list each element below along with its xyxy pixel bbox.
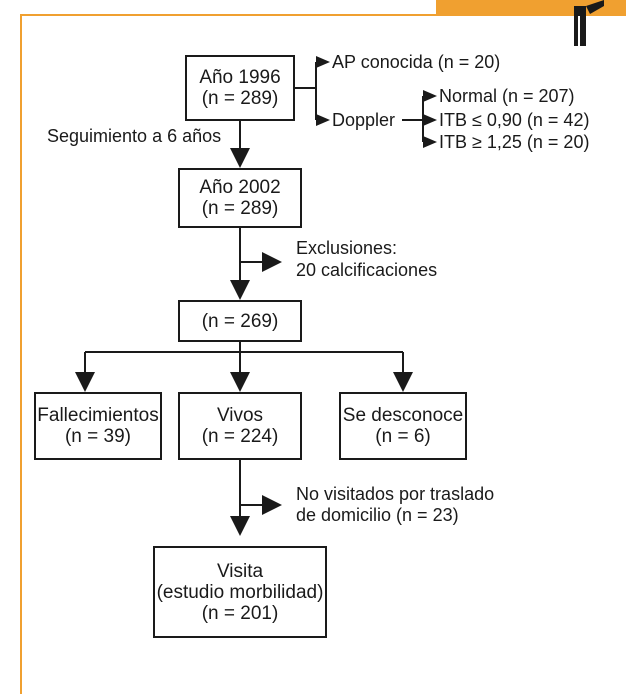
- label-doppler: Doppler: [332, 110, 396, 130]
- box-visit-count: (n = 201): [201, 602, 279, 624]
- box-unknown: Se desconoce (n = 6): [339, 392, 467, 460]
- box-visit-subtitle: (estudio morbilidad): [156, 581, 324, 603]
- box-year-2002: Año 2002 (n = 289): [178, 168, 302, 228]
- box-visit-title: Visita: [216, 560, 264, 582]
- label-exclusions-title: Exclusiones:: [296, 238, 398, 258]
- box-year-2002-title: Año 2002: [199, 177, 281, 198]
- figure-icon: [574, 0, 604, 46]
- label-not-visited-2: de domicilio (n = 23): [296, 505, 459, 525]
- box-year-1996: Año 1996 (n = 289): [185, 55, 295, 121]
- label-exclusions-detail: 20 calcificaciones: [296, 260, 438, 280]
- label-normal: Normal (n = 207): [439, 86, 575, 106]
- box-year-2002-count: (n = 289): [201, 198, 279, 219]
- label-followup: Seguimiento a 6 años: [47, 126, 222, 146]
- box-alive-title: Vivos: [216, 405, 264, 426]
- box-unknown-count: (n = 6): [375, 426, 431, 447]
- label-itb-high: ITB ≥ 1,25 (n = 20): [439, 132, 590, 152]
- box-deaths: Fallecimientos (n = 39): [34, 392, 162, 460]
- label-itb-low: ITB ≤ 0,90 (n = 42): [439, 110, 590, 130]
- box-n-269-count: (n = 269): [201, 310, 279, 332]
- box-deaths-title: Fallecimientos: [37, 405, 159, 426]
- box-year-1996-count: (n = 289): [201, 88, 279, 109]
- box-n-269: (n = 269): [178, 300, 302, 342]
- box-year-1996-title: Año 1996: [199, 67, 281, 88]
- box-alive-count: (n = 224): [201, 426, 279, 447]
- label-not-visited-1: No visitados por traslado: [296, 484, 495, 504]
- label-ap-known: AP conocida (n = 20): [332, 52, 501, 72]
- box-alive: Vivos (n = 224): [178, 392, 302, 460]
- box-deaths-count: (n = 39): [64, 426, 131, 447]
- box-unknown-title: Se desconoce: [342, 405, 464, 426]
- box-visit: Visita (estudio morbilidad) (n = 201): [153, 546, 327, 638]
- page-frame: [20, 14, 626, 694]
